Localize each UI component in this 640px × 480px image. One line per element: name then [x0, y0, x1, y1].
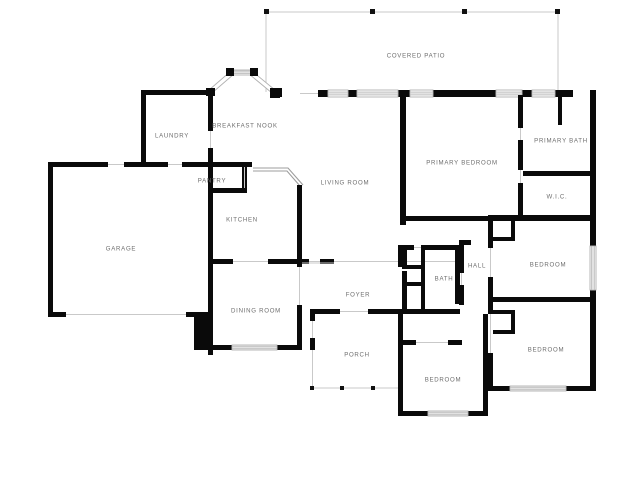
- window-primary-bath-top-2: [531, 89, 556, 98]
- room-label-wic: W.I.C.: [547, 194, 568, 201]
- room-label-porch: PORCH: [344, 352, 370, 359]
- room-label-laundry: LAUNDRY: [155, 133, 189, 140]
- room-label-primary-bath: PRIMARY BATH: [534, 138, 588, 145]
- window-bedroom-right-2-bottom: [509, 385, 567, 392]
- room-label-pantry: PANTRY: [198, 178, 226, 185]
- primary-bath-walls: [523, 90, 596, 221]
- breakfast-nook-bay: [206, 68, 282, 98]
- foyer-walls: [297, 245, 403, 315]
- porch-post: [371, 386, 375, 390]
- kitchen-walls: [208, 167, 304, 355]
- bedroom-right-2-walls: [488, 302, 596, 392]
- bath-walls: [398, 245, 460, 314]
- room-label-primary-bedroom: PRIMARY BEDROOM: [426, 160, 498, 167]
- room-label-covered-patio: COVERED PATIO: [387, 53, 446, 60]
- hall-walls: [406, 240, 493, 305]
- garage-walls: [48, 162, 213, 317]
- living-room-walls: [297, 95, 406, 264]
- window-patio-left: [327, 89, 349, 98]
- laundry-walls: [141, 90, 213, 167]
- bedroom-right-1-walls: [488, 215, 596, 302]
- room-labels: COVERED PATIO LAUNDRY BREAKFAST NOOK PAN…: [106, 53, 588, 384]
- patio-post: [370, 9, 375, 14]
- room-label-bath: BATH: [435, 276, 454, 283]
- window-bedroom-right-side: [589, 245, 597, 291]
- bedroom-front-walls: [398, 314, 488, 417]
- room-label-dining-room: DINING ROOM: [231, 308, 281, 315]
- patio-post: [462, 9, 467, 14]
- patio-post: [264, 9, 269, 14]
- window-primary-bath-top: [495, 89, 523, 98]
- room-label-bedroom-front: BEDROOM: [425, 377, 462, 384]
- window-patio-left-2: [356, 89, 399, 98]
- patio-post: [555, 9, 560, 14]
- room-label-bedroom-right-2: BEDROOM: [528, 347, 565, 354]
- covered-patio-outline: [264, 9, 560, 92]
- porch-post: [310, 386, 314, 390]
- pantry-walls: [208, 162, 252, 193]
- room-label-hall: HALL: [468, 263, 486, 270]
- room-label-garage: GARAGE: [106, 246, 136, 253]
- primary-bedroom-walls: [406, 95, 523, 221]
- top-exterior-wall: [300, 89, 573, 98]
- room-label-bedroom-right-1: BEDROOM: [530, 262, 567, 269]
- room-label-living-room: LIVING ROOM: [321, 180, 370, 187]
- window-dining-room: [231, 344, 278, 351]
- room-label-breakfast-nook: BREAKFAST NOOK: [212, 123, 278, 130]
- porch-outline: [310, 309, 403, 390]
- kitchen-counter: [253, 167, 304, 186]
- window-primary-bedroom-top: [409, 89, 434, 98]
- dining-room-walls: [194, 262, 334, 351]
- right-exterior-wall: [589, 218, 597, 390]
- porch-post: [340, 386, 344, 390]
- room-label-foyer: FOYER: [346, 292, 371, 299]
- room-label-kitchen: KITCHEN: [226, 217, 258, 224]
- window-bedroom-front: [427, 410, 469, 417]
